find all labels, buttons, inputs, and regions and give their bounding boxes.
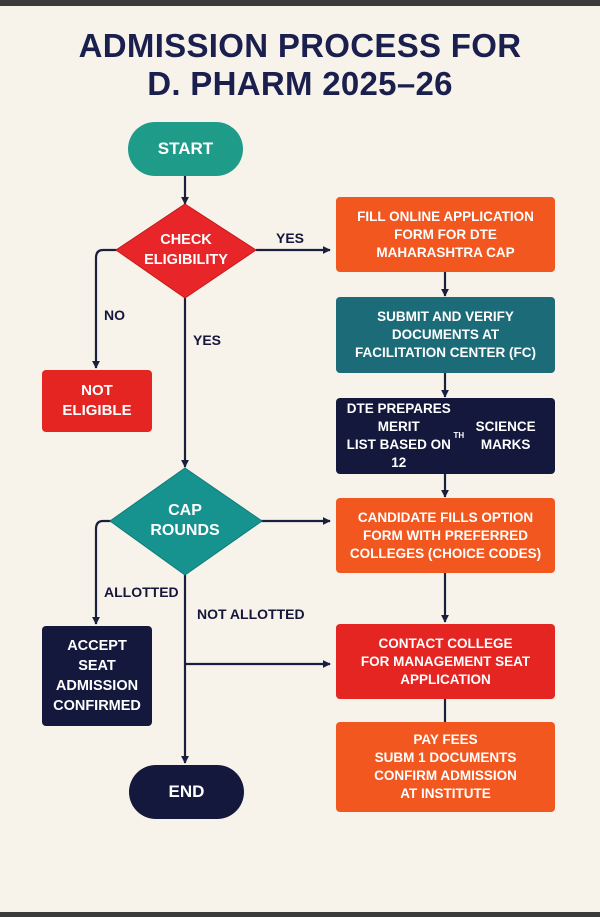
cap-rounds-label: CAP ROUNDS — [150, 502, 220, 539]
title-line-2: D. PHARM 2025–26 — [147, 65, 453, 102]
contact-college-node: CONTACT COLLEGE FOR MANAGEMENT SEAT APPL… — [336, 624, 555, 699]
edge-label-yes-down: YES — [193, 332, 222, 348]
check-eligibility-diamond — [115, 203, 257, 299]
submit-documents-node: SUBMIT AND VERIFY DOCUMENTS AT FACILITAT… — [336, 297, 555, 373]
edge-label-no: NO — [104, 307, 125, 323]
end-node: END — [129, 765, 244, 819]
title-line-1: ADMISSION PROCESS FOR — [78, 27, 522, 64]
not-eligible-node: NOT ELIGIBLE — [42, 370, 152, 432]
edge-label-yes-right: YES — [276, 230, 305, 246]
check-eligibility-label: CHECK ELIGIBILITY — [144, 232, 228, 268]
start-node: START — [128, 122, 243, 176]
pay-fees-node: PAY FEES SUBM 1 DOCUMENTS CONFIRM ADMISS… — [336, 722, 555, 812]
edge-label-allotted: ALLOTTED — [104, 584, 179, 600]
fill-application-node: FILL ONLINE APPLICATION FORM FOR DTE MAH… — [336, 197, 555, 272]
page-title: ADMISSION PROCESS FOR D. PHARM 2025–26 — [0, 27, 600, 103]
cap-rounds-diamond — [109, 467, 263, 576]
bottom-border — [0, 912, 600, 917]
arrow-check-to-not-eligible — [92, 248, 120, 369]
top-border — [0, 0, 600, 6]
arrow-cap-to-accept — [92, 519, 112, 625]
edge-label-not-allotted: NOT ALLOTTED — [197, 606, 305, 622]
accept-seat-node: ACCEPT SEAT ADMISSION CONFIRMED — [42, 626, 152, 726]
option-form-node: CANDIDATE FILLS OPTION FORM WITH PREFERR… — [336, 498, 555, 573]
